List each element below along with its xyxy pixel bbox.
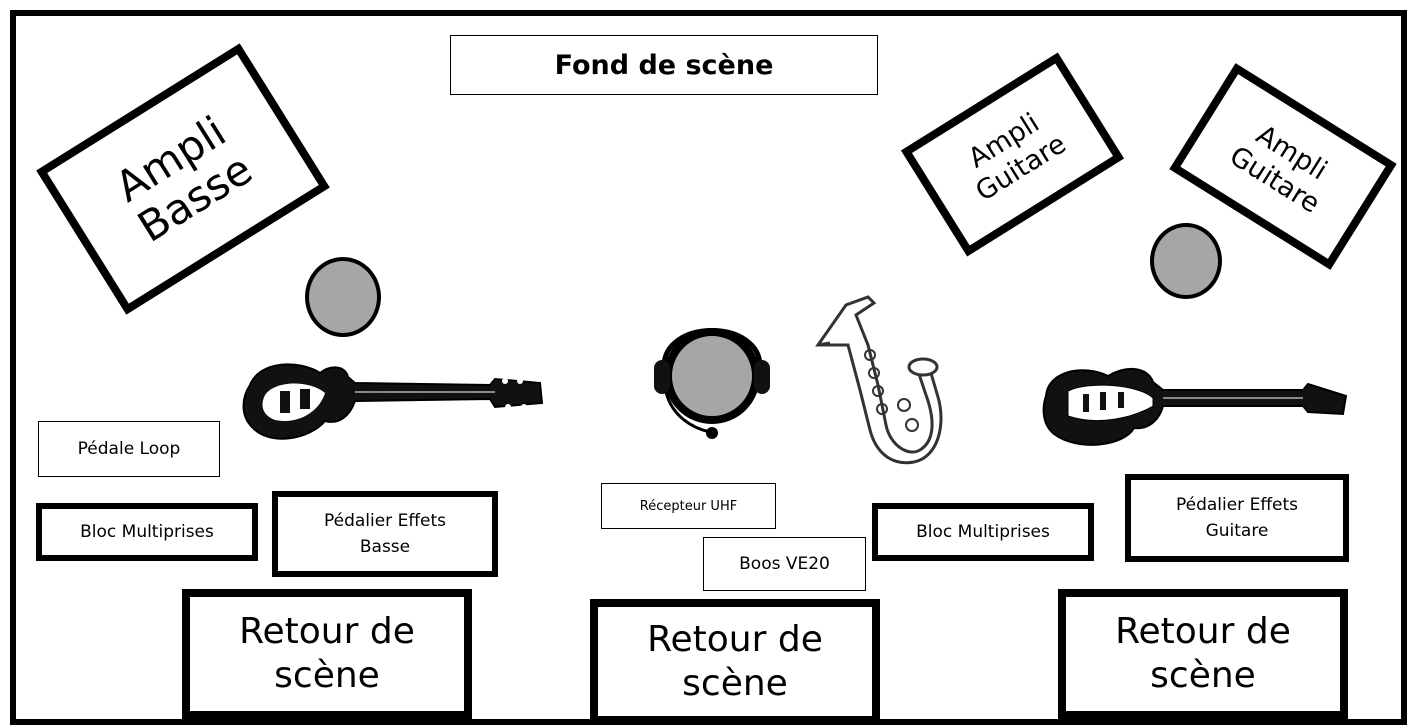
musician-circle-icon xyxy=(1150,223,1222,299)
pedalboard-guitar: Pédalier Effets Guitare xyxy=(1125,474,1349,562)
power-strip-right-text: Bloc Multiprises xyxy=(916,522,1050,542)
pedale-loop: Pédale Loop xyxy=(38,421,220,477)
monitor-right: Retour de scène xyxy=(1058,589,1348,719)
stage-back-label: Fond de scène xyxy=(450,35,878,95)
boss-ve20: Boos VE20 xyxy=(703,537,866,591)
monitor-left: Retour de scène xyxy=(182,589,472,719)
uhf-receiver: Récepteur UHF xyxy=(601,483,776,529)
pedalboard-guitar-line1: Pédalier Effets xyxy=(1175,495,1299,515)
uhf-receiver-text: Récepteur UHF xyxy=(639,498,738,514)
monitor-left-line2: scène xyxy=(274,655,380,696)
power-strip-left-text: Bloc Multiprises xyxy=(80,522,214,542)
monitor-center: Retour de scène xyxy=(590,599,880,724)
bass-guitar-icon xyxy=(242,363,544,440)
power-strip-right: Bloc Multiprises xyxy=(872,503,1094,561)
saxophone-icon xyxy=(815,295,943,465)
pedale-loop-text: Pédale Loop xyxy=(77,439,181,459)
power-strip-left: Bloc Multiprises xyxy=(36,503,258,561)
pedalboard-guitar-line2: Guitare xyxy=(1205,521,1269,541)
monitor-left-line1: Retour de xyxy=(239,611,415,652)
stage-back-text: Fond de scène xyxy=(554,49,774,81)
monitor-right-line1: Retour de xyxy=(1115,611,1291,652)
monitor-center-line2: scène xyxy=(682,662,788,704)
headset-singer-icon xyxy=(654,328,770,439)
pedalboard-bass-line2: Basse xyxy=(359,537,411,557)
monitor-right-line2: scène xyxy=(1150,655,1256,696)
musician-circle-icon xyxy=(305,257,381,337)
pedalboard-bass: Pédalier Effets Basse xyxy=(272,491,498,577)
pedalboard-bass-line1: Pédalier Effets xyxy=(323,511,447,531)
monitor-center-line1: Retour de xyxy=(647,618,823,660)
electric-guitar-icon xyxy=(1042,367,1348,446)
boss-ve20-text: Boos VE20 xyxy=(739,554,830,574)
